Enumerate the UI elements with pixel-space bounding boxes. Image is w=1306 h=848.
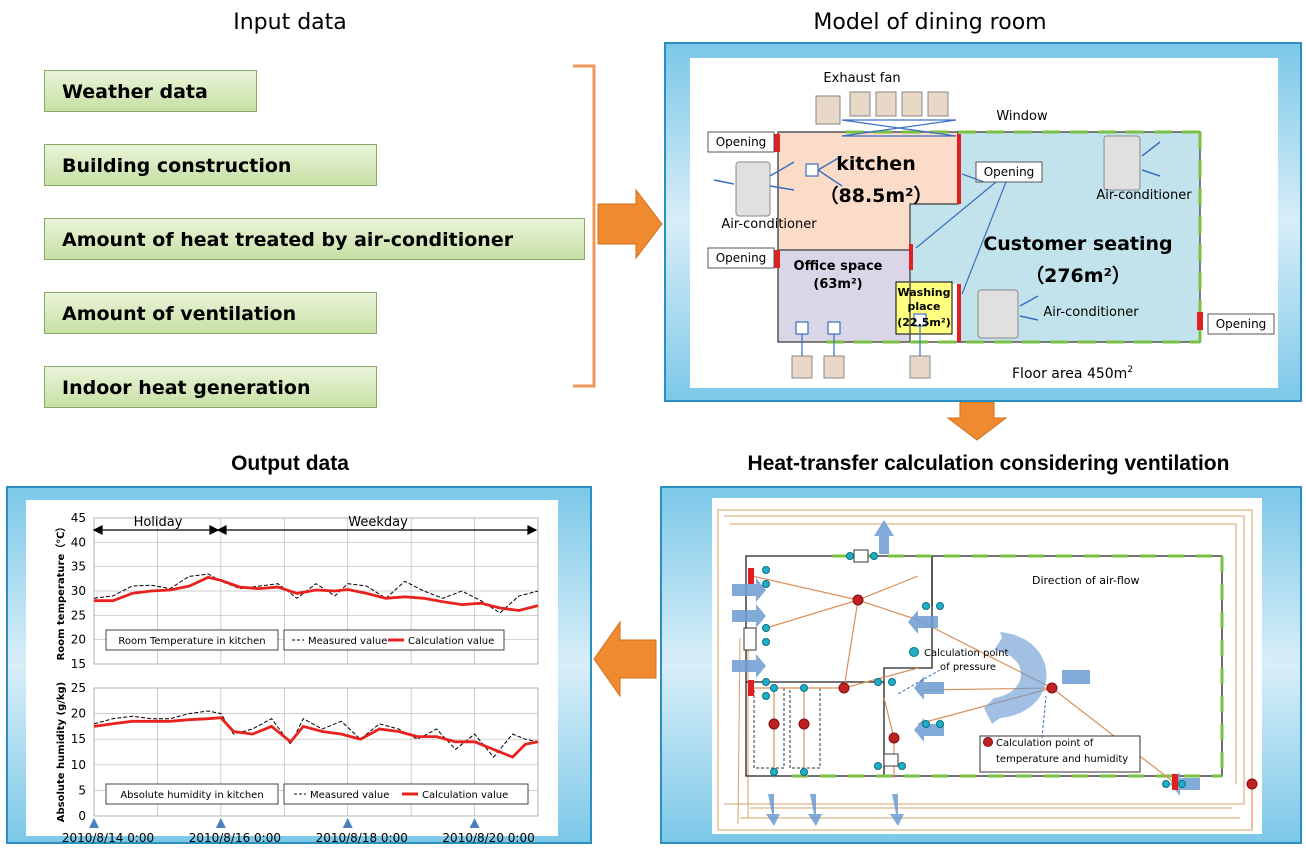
humidity-chart: 0 5 10 15 20 25 Absolute humidity (g/kg) 2010/8…: [56, 681, 539, 844]
ac-label-2: Air-conditioner: [1096, 188, 1192, 203]
opening-labels: Opening Opening Opening Opening: [707, 131, 1275, 335]
input-building-construction: Building construction: [44, 144, 377, 186]
pressure-point-label-2: of pressure: [940, 662, 996, 673]
temp-legend-measured: Measured value: [308, 636, 387, 647]
direction-label: Direction of air-flow: [1032, 574, 1140, 587]
input-ventilation: Amount of ventilation: [44, 292, 377, 334]
temp-point-label-2: temperature and humidity: [996, 754, 1128, 765]
input-heat-treated: Amount of heat treated by air-conditione…: [44, 218, 585, 260]
output-data-heading: Output data: [231, 452, 349, 475]
input-data-heading: Input data: [233, 10, 347, 35]
y-tick-label: 30: [71, 584, 86, 598]
floor-area-label: Floor area 450m2: [1012, 365, 1133, 382]
x-tick-marker: [342, 818, 353, 828]
x-tick-label: 2010/8/16 0:00: [189, 831, 281, 844]
kitchen-room-low: [778, 240, 910, 250]
weekday-label: Weekday: [348, 515, 408, 530]
calculation-line: [94, 575, 539, 612]
temperature-points: [768, 594, 1258, 790]
input-heat-generation: Indoor heat generation: [44, 366, 377, 408]
y-tick-label: 20: [71, 633, 86, 647]
y-tick-label: 10: [71, 758, 86, 772]
kitchen-area: （88.5m²）: [820, 184, 933, 207]
network-panel: Calculation point of temperature and hum…: [660, 486, 1302, 844]
x-tick-label: 2010/8/20 0:00: [442, 831, 534, 844]
opening-label-2: Opening: [716, 251, 767, 265]
y-tick-label: 15: [71, 732, 86, 746]
exhaust-fan-label: Exhaust fan: [823, 71, 900, 86]
measured-line: [93, 710, 539, 758]
opening-label-4: Opening: [1216, 317, 1267, 331]
ac-label-3: Air-conditioner: [1043, 305, 1139, 320]
office-area: (63m²): [813, 277, 862, 292]
y-tick-label: 35: [71, 560, 86, 574]
y-axis-label: Room temperature（℃）: [54, 522, 67, 661]
y-tick-label: 0: [78, 809, 86, 823]
heat-transfer-heading: Heat-transfer calculation considering ve…: [747, 452, 1230, 475]
left-arrow: [593, 620, 657, 698]
washing-area: (22.5m²): [897, 316, 950, 329]
y-tick-label: 45: [71, 511, 86, 525]
model-heading: Model of dining room: [813, 10, 1047, 35]
y-tick-label: 5: [78, 783, 86, 797]
customer-seating-area: （276m²）: [1025, 264, 1131, 287]
x-tick-label: 2010/8/14 0:00: [62, 831, 154, 844]
air-conditioner-units: [735, 135, 1141, 339]
y-axis-label: Absolute humidity (g/kg): [56, 682, 67, 823]
pressure-points: [762, 552, 1186, 788]
temp-box-label: Room Temperature in kitchen: [118, 636, 265, 647]
washing-label-2: place: [907, 300, 940, 313]
window-label: Window: [996, 109, 1048, 124]
y-tick-label: 25: [71, 681, 86, 695]
down-arrow: [946, 401, 1008, 441]
y-tick-label: 25: [71, 608, 86, 622]
calculation-line: [93, 716, 539, 759]
hum-box-label: Absolute humidity in kitchen: [120, 790, 263, 801]
model-panel: Opening Opening Opening Opening: [664, 42, 1302, 402]
network-diagram: Calculation point of temperature and hum…: [717, 509, 1258, 831]
input-bracket: [573, 64, 596, 388]
ac-label-1: Air-conditioner: [721, 217, 817, 232]
temp-legend-calc: Calculation value: [408, 636, 494, 647]
kitchen-label: kitchen: [836, 153, 915, 175]
hum-legend-calc: Calculation value: [422, 790, 508, 801]
x-tick-label: 2010/8/18 0:00: [316, 831, 408, 844]
y-tick-label: 20: [71, 707, 86, 721]
right-arrow: [597, 188, 663, 260]
customer-seating-label: Customer seating: [983, 233, 1172, 255]
input-weather-data: Weather data: [44, 70, 257, 112]
y-tick-label: 15: [71, 657, 86, 671]
hum-legend-measured: Measured value: [310, 790, 389, 801]
y-tick-label: 40: [71, 535, 86, 549]
pressure-point-label-1: Calculation point: [924, 648, 1009, 659]
washing-label-1: Washing: [897, 286, 950, 299]
holiday-label: Holiday: [134, 515, 183, 530]
opening-label-3: Opening: [984, 165, 1035, 179]
office-label: Office space: [794, 259, 883, 274]
temp-point-label-1: Calculation point of: [996, 738, 1094, 749]
x-tick-marker: [469, 818, 480, 828]
x-tick-marker: [89, 818, 99, 828]
floorplan: Opening Opening Opening Opening: [707, 71, 1275, 382]
opening-label-1: Opening: [716, 135, 767, 149]
x-tick-marker: [215, 818, 226, 828]
